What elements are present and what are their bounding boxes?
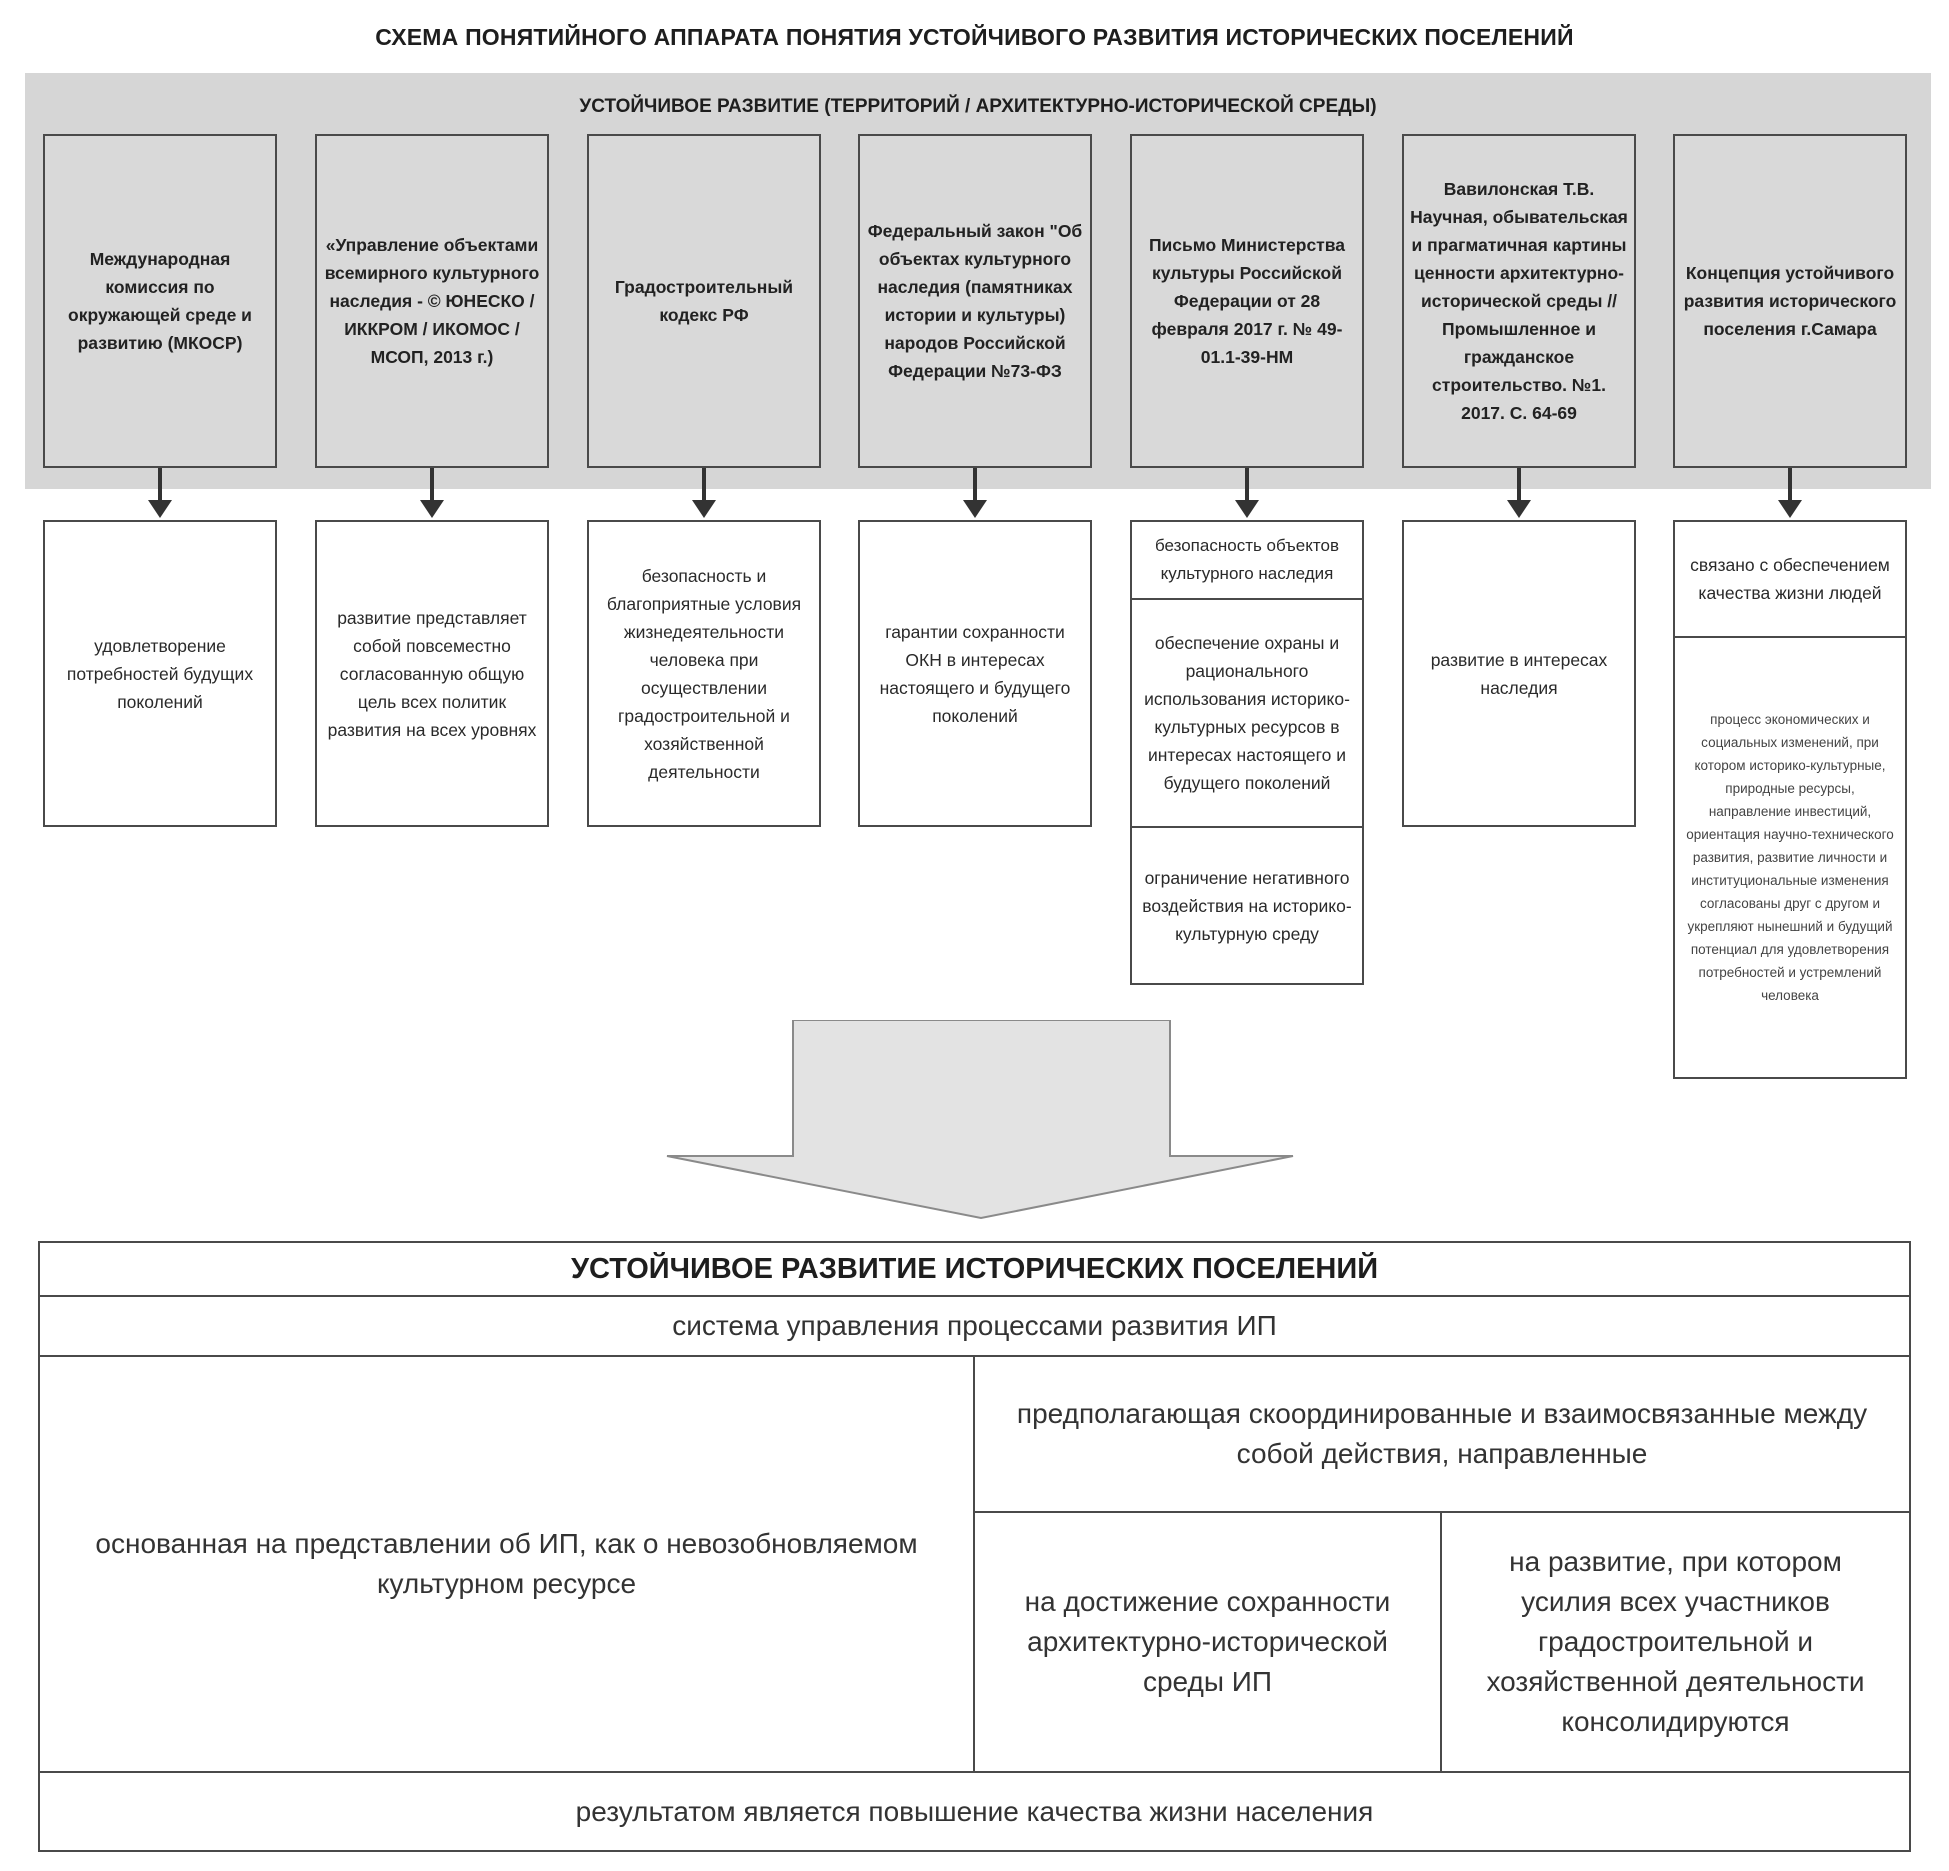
- source-box-samara-concept: Концепция устойчивого развития историчес…: [1673, 134, 1907, 468]
- arrow-head-icon: [420, 500, 444, 518]
- definition-okn-safety: безопасность объектов культурного наслед…: [1130, 520, 1364, 600]
- arrow-head-icon: [692, 500, 716, 518]
- diagram-title: СХЕМА ПОНЯТИЙНОГО АППАРАТА ПОНЯТИЯ УСТОЙ…: [375, 24, 1574, 50]
- definition-change-process: процесс экономических и социальных измен…: [1673, 636, 1907, 1079]
- source-box-gradkodeks: Градостроительный кодекс РФ: [587, 134, 821, 468]
- connector-arrow: [158, 468, 162, 502]
- connector-arrow: [430, 468, 434, 502]
- result-preservation-cell: на достижение сохранности архитектурно-и…: [973, 1511, 1442, 1773]
- band-title: УСТОЙЧИВОЕ РАЗВИТИЕ (ТЕРРИТОРИЙ / АРХИТЕ…: [579, 96, 1377, 117]
- result-system-row: система управления процессами развития И…: [38, 1295, 1911, 1357]
- connector-arrow: [702, 468, 706, 502]
- definition-federal-law: гарантии сохранности ОКН в интересах нас…: [858, 520, 1092, 827]
- definition-resource-protection: обеспечение охраны и рационального испол…: [1130, 598, 1364, 828]
- arrow-head-icon: [1235, 500, 1259, 518]
- definition-mkosr: удовлетворение потребностей будущих поко…: [43, 520, 277, 827]
- arrow-head-icon: [963, 500, 987, 518]
- connector-arrow: [973, 468, 977, 502]
- result-title: УСТОЙЧИВОЕ РАЗВИТИЕ ИСТОРИЧЕСКИХ ПОСЕЛЕН…: [38, 1241, 1911, 1297]
- connector-arrow: [1245, 468, 1249, 502]
- source-box-vavilonskaya: Вавилонская Т.В. Научная, обывательская …: [1402, 134, 1636, 468]
- big-down-arrow-icon: [666, 1020, 1294, 1220]
- arrow-head-icon: [1778, 500, 1802, 518]
- result-based-cell: основанная на представлении об ИП, как о…: [38, 1355, 975, 1773]
- result-development-cell: на развитие, при котором усилия всех уча…: [1440, 1511, 1911, 1773]
- result-outcome-row: результатом является повышение качества …: [38, 1771, 1911, 1852]
- definition-impact-limitation: ограничение негативного воздействия на и…: [1130, 826, 1364, 985]
- definition-quality-of-life: связано с обеспечением качества жизни лю…: [1673, 520, 1907, 638]
- definition-unesco: развитие представляет собой повсеместно …: [315, 520, 549, 827]
- definition-gradkodeks: безопасность и благоприятные условия жиз…: [587, 520, 821, 827]
- connector-arrow: [1517, 468, 1521, 502]
- arrow-head-icon: [148, 500, 172, 518]
- result-actions-cell: предполагающая скоординированные и взаим…: [973, 1355, 1911, 1513]
- definition-heritage-development: развитие в интересах наследия: [1402, 520, 1636, 827]
- source-box-federal-law: Федеральный закон "Об объектах культурно…: [858, 134, 1092, 468]
- arrow-head-icon: [1507, 500, 1531, 518]
- connector-arrow: [1788, 468, 1792, 502]
- source-box-unesco: «Управление объектами всемирного культур…: [315, 134, 549, 468]
- source-box-mkosr: Международная комиссия по окружающей сре…: [43, 134, 277, 468]
- source-box-ministry-letter: Письмо Министерства культуры Российской …: [1130, 134, 1364, 468]
